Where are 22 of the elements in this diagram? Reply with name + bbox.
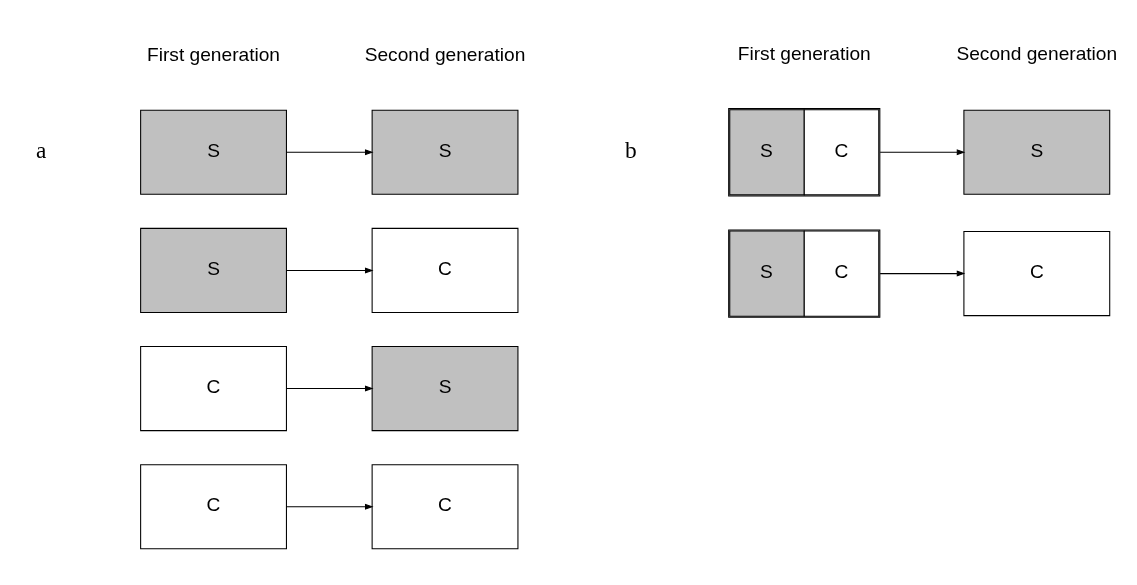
node-box: C [371,464,519,550]
label: b [624,137,637,164]
arrow [879,149,966,156]
label: a [35,137,47,164]
node-box: C [140,346,287,432]
arrow [286,385,374,392]
arrow [286,149,374,156]
arrow [286,267,374,274]
node-box: S [140,109,287,195]
arrow [879,270,966,277]
node-box: S [371,346,519,432]
label: First generation [147,44,281,66]
node-box: C [371,227,519,313]
node-box: C [963,231,1111,317]
label: Second generation [364,44,526,66]
label: First generation [737,43,871,65]
node-box: S [371,109,519,195]
node-box: S [140,227,287,313]
node-box: C [140,464,287,550]
label: Second generation [956,43,1118,65]
node-box: S [963,109,1111,195]
arrow [286,503,374,510]
